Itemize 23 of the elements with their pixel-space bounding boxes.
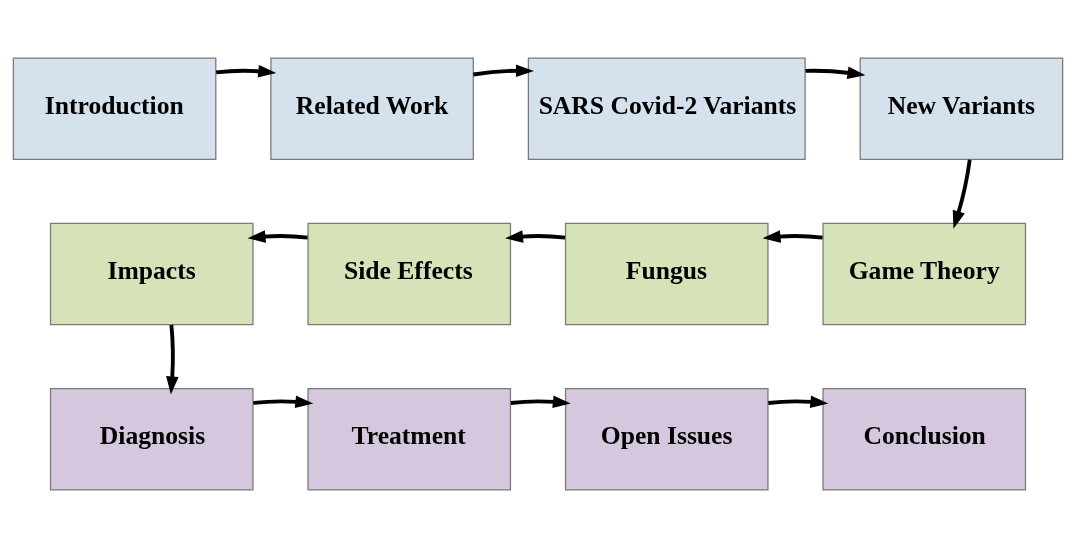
- node-box: New Variants: [859, 57, 1064, 160]
- arrow: [253, 395, 314, 409]
- arrow: [166, 324, 179, 395]
- arrow: [952, 159, 972, 229]
- node-box: Impacts: [49, 222, 254, 326]
- node-box: Conclusion: [822, 388, 1027, 491]
- node-box: Fungus: [564, 222, 769, 326]
- arrow: [473, 64, 534, 78]
- node-box: Diagnosis: [49, 388, 254, 491]
- node-box: Side Effects: [307, 222, 512, 326]
- arrow: [510, 395, 571, 409]
- node-box: SARS Covid-2 Variants: [527, 57, 806, 160]
- node-box: Treatment: [307, 388, 512, 491]
- arrow: [768, 395, 829, 409]
- arrow: [805, 66, 866, 79]
- arrow: [215, 64, 277, 78]
- node-box: Introduction: [12, 57, 217, 160]
- arrow: [247, 230, 308, 243]
- arrow: [762, 230, 823, 243]
- node-box: Open Issues: [564, 388, 769, 491]
- node-box: Game Theory: [822, 222, 1027, 326]
- arrow: [505, 230, 566, 243]
- node-box: Related Work: [270, 57, 474, 160]
